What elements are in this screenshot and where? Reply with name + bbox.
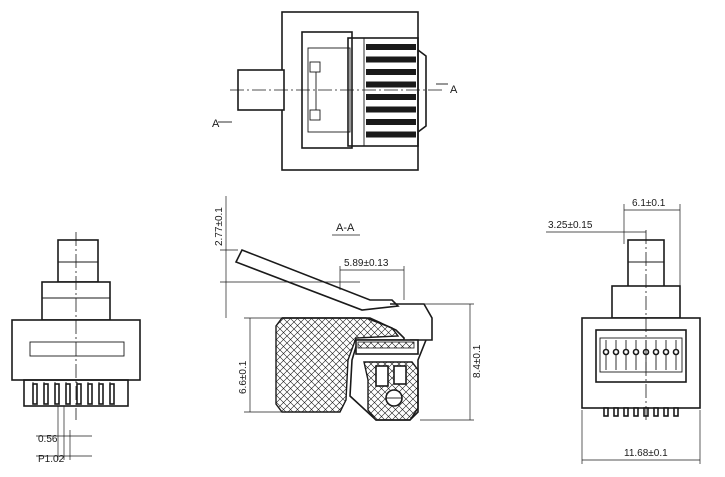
rear-contact-dot [652, 348, 660, 356]
rear-view: 6.1±0.1 3.25±0.15 11.68±0.1 [546, 198, 701, 464]
front-pin-body [32, 383, 38, 405]
front-pin-body [98, 383, 104, 405]
contact-blade [366, 69, 416, 75]
section-view: A-A 2.77±0.1 6.6±0.1 5.89±0.13 [214, 196, 483, 421]
front-pin-body [87, 383, 93, 405]
rear-foot [653, 407, 659, 417]
dim-top-offset: 3.25±0.15 [548, 220, 593, 231]
rear-foot [673, 407, 679, 417]
dim-total-height: 8.4±0.1 [472, 344, 483, 378]
front-view: 0.56 P1.02 [11, 232, 141, 465]
section-housing-hatched [275, 317, 400, 413]
top-view-contact-block [347, 37, 419, 147]
rear-contact-dot [622, 348, 630, 356]
pin-pitch-label: P1.02 [38, 454, 65, 465]
dim-latch-offset: 5.89±0.13 [344, 258, 389, 269]
contact-blade [366, 81, 416, 88]
front-pin-body [65, 383, 71, 405]
top-view-nose [417, 49, 427, 133]
contact-blades [366, 44, 416, 138]
front-pin-body [76, 383, 82, 405]
contact-blade [366, 106, 416, 113]
top-view: A A [212, 11, 458, 171]
section-title: A-A [336, 222, 355, 234]
rear-contact-dot [612, 348, 620, 356]
contact-blade [366, 44, 416, 50]
pin-width-label: 0.56 [38, 434, 58, 445]
rear-foot [613, 407, 619, 417]
rear-view-body [581, 317, 701, 409]
rear-foot [603, 407, 609, 417]
dim-body-height: 6.6±0.1 [238, 360, 249, 394]
section-marker-left: A [212, 118, 220, 130]
section-latch-arm [234, 248, 400, 311]
contact-blade [366, 56, 416, 63]
front-pin-body [54, 383, 60, 405]
contact-blade [366, 119, 416, 125]
front-view-latch [57, 239, 99, 283]
dim-latch-height: 2.77±0.1 [214, 207, 225, 246]
front-pin-body [109, 383, 115, 405]
front-pin-body [43, 383, 49, 405]
rear-contact-dot [602, 348, 610, 356]
rear-contact-dot [632, 348, 640, 356]
section-marker-right: A [450, 84, 458, 96]
rear-foot [663, 407, 669, 417]
rear-contact-dot [662, 348, 670, 356]
rear-foot [623, 407, 629, 417]
contact-blade [366, 94, 416, 100]
contact-blade [366, 131, 416, 138]
rear-contact-dot [672, 348, 680, 356]
dim-top-width: 6.1±0.1 [632, 198, 666, 209]
front-view-pins [32, 382, 115, 406]
dim-bottom-width: 11.68±0.1 [624, 448, 668, 459]
rear-foot [633, 407, 639, 417]
